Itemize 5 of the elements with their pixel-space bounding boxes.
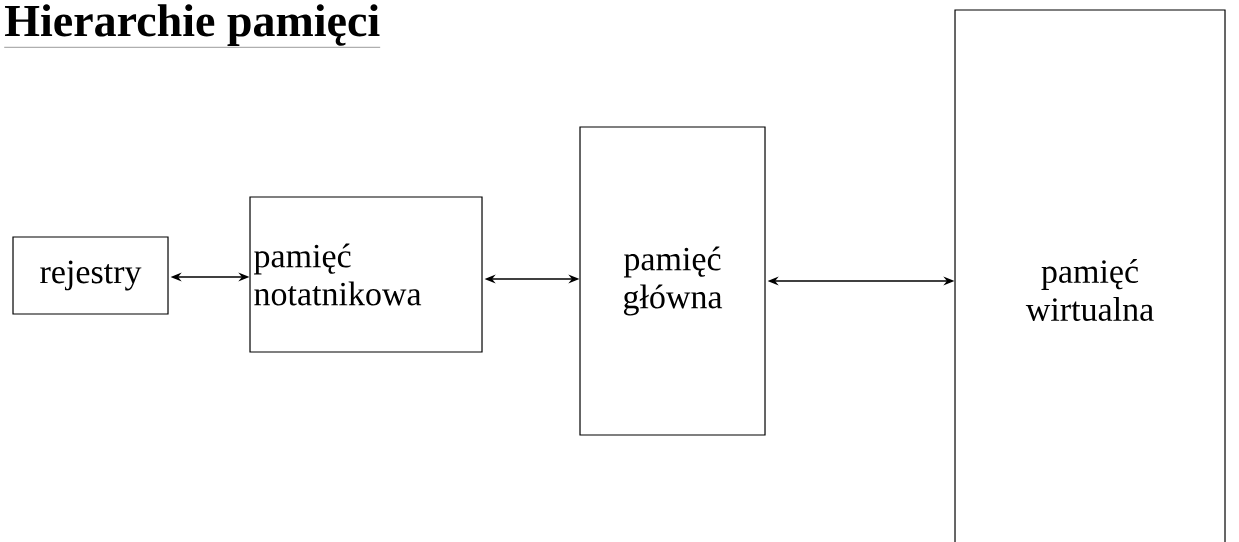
memory-box: rejestry [12, 236, 169, 315]
memory-box: pamięć główna [579, 126, 766, 436]
memory-box: pamięć wirtualna [954, 9, 1226, 542]
memory-box: pamięć notatnikowa [249, 196, 483, 353]
title: Hierarchie pamięci [4, 4, 381, 48]
